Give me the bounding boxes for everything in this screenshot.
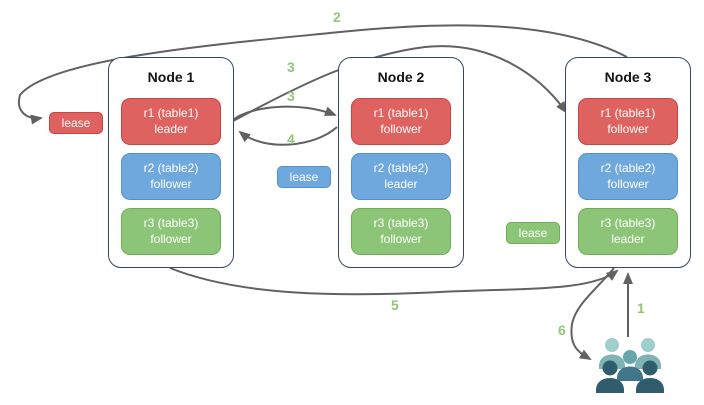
step-label-6: 6: [558, 322, 566, 338]
lease-tag-green: lease: [506, 222, 560, 244]
replica-role: leader: [384, 176, 418, 191]
step-label-1: 1: [637, 300, 645, 316]
node-1: Node 1 r1 (table1) leader r2 (table2) fo…: [108, 57, 234, 268]
replica-role: follower: [150, 231, 192, 246]
step-label-5: 5: [391, 297, 399, 313]
arrow-step-6: [570, 267, 615, 361]
replica-label: r3 (table3): [143, 215, 199, 230]
users-icon: [596, 338, 664, 393]
arrow-step-4: [238, 126, 338, 146]
replica-role: leader: [611, 231, 645, 246]
replica-label: r2 (table2): [600, 160, 656, 175]
step-label-3b: 3: [287, 88, 295, 104]
step-label-4: 4: [287, 131, 295, 147]
node-3-replica-r2: r2 (table2) follower: [578, 153, 678, 200]
node-3: Node 3 r1 (table1) follower r2 (table2) …: [565, 57, 691, 268]
lease-tag-red: lease: [49, 112, 103, 134]
replica-role: follower: [607, 176, 649, 191]
node-1-replica-r3: r3 (table3) follower: [121, 208, 221, 255]
replica-label: r1 (table1): [373, 105, 429, 120]
replica-role: follower: [607, 121, 649, 136]
arrow-step-2: [17, 24, 628, 125]
node-2-replica-r3: r3 (table3) follower: [351, 208, 451, 255]
node-1-replica-r1: r1 (table1) leader: [121, 98, 221, 145]
arrow-step-3-to-node2: [232, 105, 337, 121]
replica-label: r3 (table3): [600, 215, 656, 230]
replica-role: follower: [380, 231, 422, 246]
replica-role: leader: [154, 121, 188, 136]
node-3-title: Node 3: [604, 69, 652, 85]
arrow-step-3-to-node3: [232, 45, 568, 122]
node-2: Node 2 r1 (table1) follower r2 (table2) …: [338, 57, 464, 268]
replica-role: follower: [150, 176, 192, 191]
step-label-2: 2: [333, 9, 341, 25]
replica-role: follower: [380, 121, 422, 136]
replica-label: r1 (table1): [143, 105, 199, 120]
lease-tag-blue: lease: [277, 166, 331, 188]
node-1-title: Node 1: [147, 69, 195, 85]
replica-label: r2 (table2): [373, 160, 429, 175]
node-3-replica-r3: r3 (table3) leader: [578, 208, 678, 255]
node-2-replica-r2: r2 (table2) leader: [351, 153, 451, 200]
replica-label: r3 (table3): [373, 215, 429, 230]
arrow-step-5: [169, 267, 619, 296]
replica-label: r2 (table2): [143, 160, 199, 175]
node-2-title: Node 2: [377, 69, 425, 85]
replica-label: r1 (table1): [600, 105, 656, 120]
node-1-replica-r2: r2 (table2) follower: [121, 153, 221, 200]
node-2-replica-r1: r1 (table1) follower: [351, 98, 451, 145]
step-label-3a: 3: [287, 59, 295, 75]
node-3-replica-r1: r1 (table1) follower: [578, 98, 678, 145]
